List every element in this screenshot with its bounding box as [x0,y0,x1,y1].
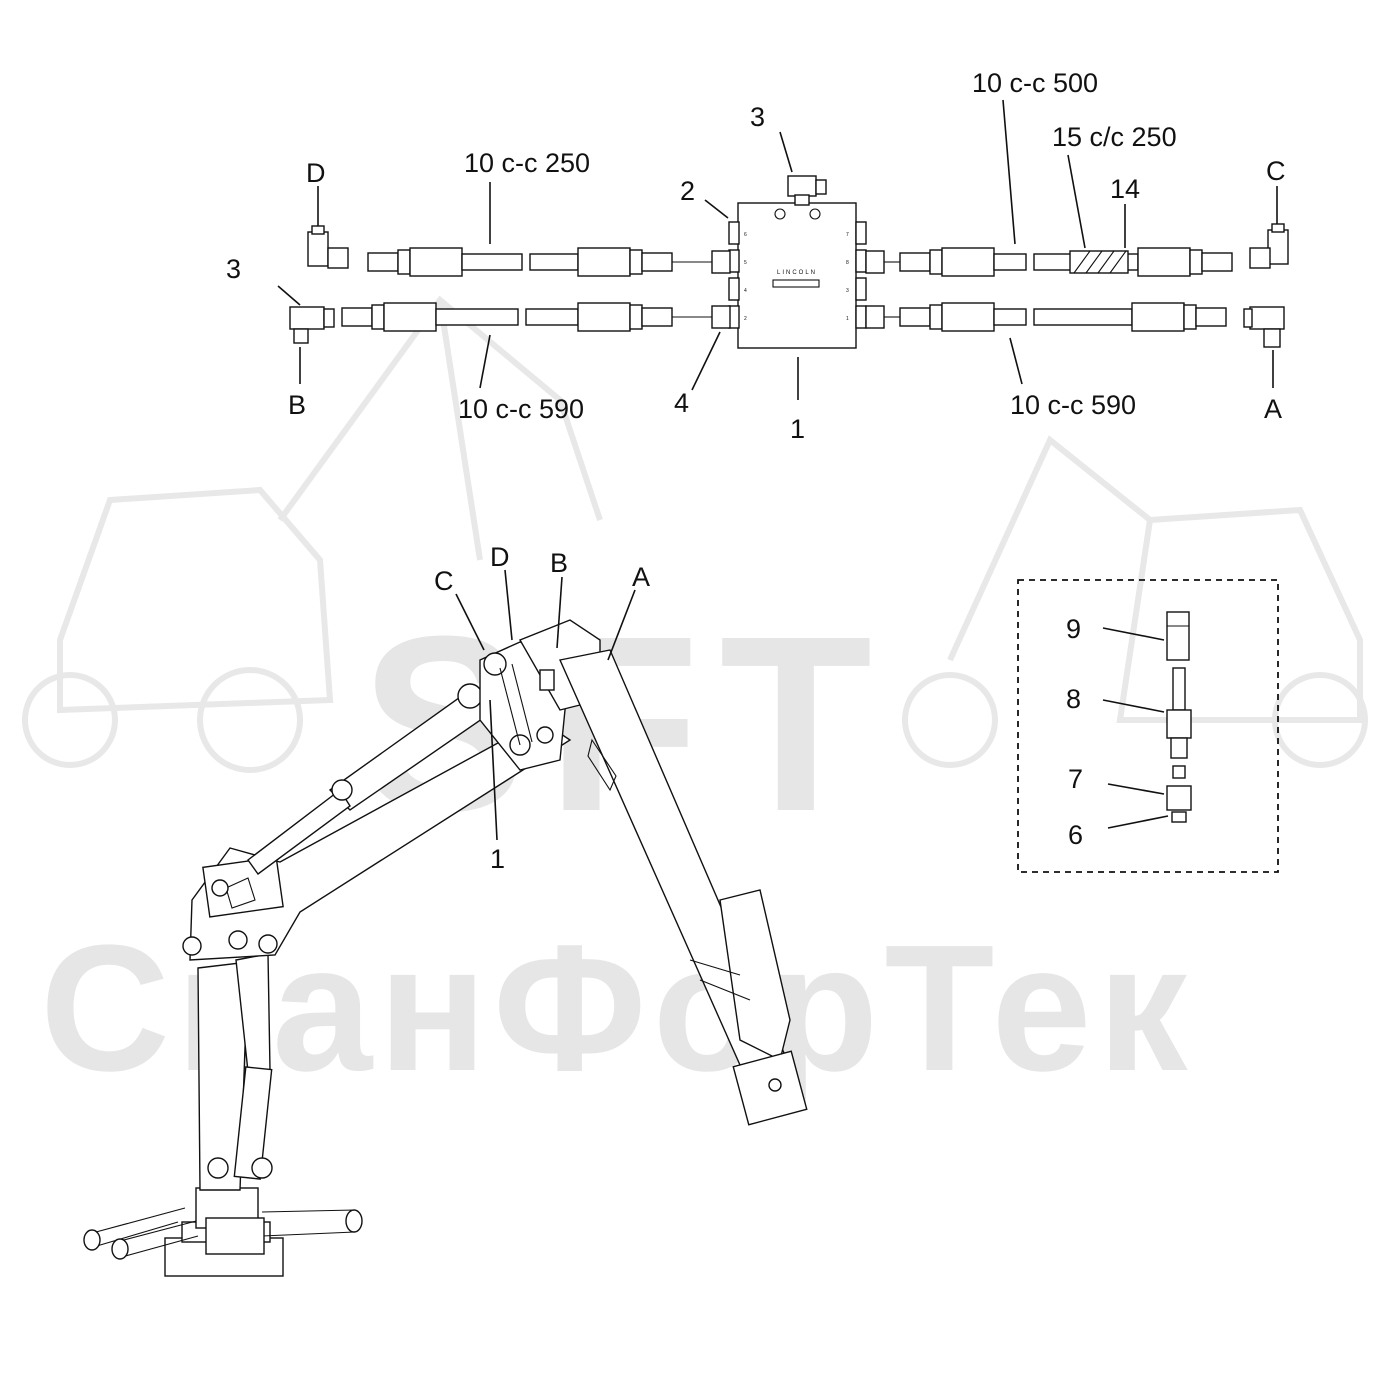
port-number-1: 1 [846,316,849,322]
fitting-detail-box: 9 8 7 6 [1017,579,1279,873]
hose-bottom-left [341,302,731,332]
crane-callout-block: 1 [490,844,505,874]
port-number-5: 5 [744,260,747,266]
hose-top-right [865,247,1233,277]
watermark-tractor-right [902,435,1368,768]
crane: C D B A 1 [83,542,808,1277]
crane-port-c: C [434,566,454,596]
hose-label-top-right-1: 10 c-c 500 [972,68,1098,98]
crane-main-boom [182,719,572,961]
port-letter-c: C [1266,156,1286,186]
detail-callout-8: 8 [1066,684,1081,714]
hose-assembly: LINCOLN 6 5 4 2 7 8 3 1 [226,68,1289,444]
callout-block: 1 [790,414,805,444]
port-letter-b: B [288,390,306,420]
valve-block-brand: LINCOLN [777,270,817,276]
crane-column [197,953,273,1191]
port-number-4: 4 [744,288,747,294]
crane-port-b: B [550,548,568,578]
hose-label-bottom-left: 10 c-c 590 [458,394,584,424]
crane-outer-boom [559,649,808,1126]
watermark-tractor-left [22,295,603,773]
hose-bottom-right [865,302,1227,332]
callout-sleeve: 14 [1110,174,1140,204]
detail-callout-7: 7 [1068,764,1083,794]
crane-port-d: D [490,542,510,572]
crane-leader-lines [455,569,636,841]
valve-block: LINCOLN 6 5 4 2 7 8 3 1 [728,202,867,349]
detail-callout-9: 9 [1066,614,1081,644]
callout-adapter: 4 [674,388,689,418]
callout-elbow-left: 3 [226,254,241,284]
detail-part-8 [1166,667,1192,759]
crane-lift-cylinder [247,683,497,875]
elbow-fitting-d [307,225,349,269]
hose-label-bottom-right: 10 c-c 590 [1010,390,1136,420]
callout-elbow-top: 3 [750,102,765,132]
port-number-6: 6 [744,232,747,238]
leader-lines [277,99,1278,400]
port-number-8: 8 [846,260,849,266]
elbow-fitting-c [1249,223,1289,269]
port-number-3: 3 [846,288,849,294]
port-number-2: 2 [744,316,747,322]
hose-top-left [367,247,731,277]
callout-plug: 2 [680,176,695,206]
hose-label-top-left: 10 c-c 250 [464,148,590,178]
port-letter-a: A [1264,394,1282,424]
port-letter-d: D [306,158,326,188]
elbow-fitting-b [289,306,335,344]
detail-part-7 [1166,765,1192,811]
crane-base [83,1187,363,1277]
port-number-7: 7 [846,232,849,238]
crane-port-a: A [632,562,650,592]
detail-part-6 [1171,811,1187,823]
elbow-fitting-a [1243,306,1285,348]
elbow-connector-top [787,175,827,206]
detail-part-9 [1166,611,1190,661]
hose-label-top-right-2: 15 c/c 250 [1052,122,1177,152]
detail-callout-6: 6 [1068,820,1083,850]
protective-sleeve [1069,250,1129,274]
